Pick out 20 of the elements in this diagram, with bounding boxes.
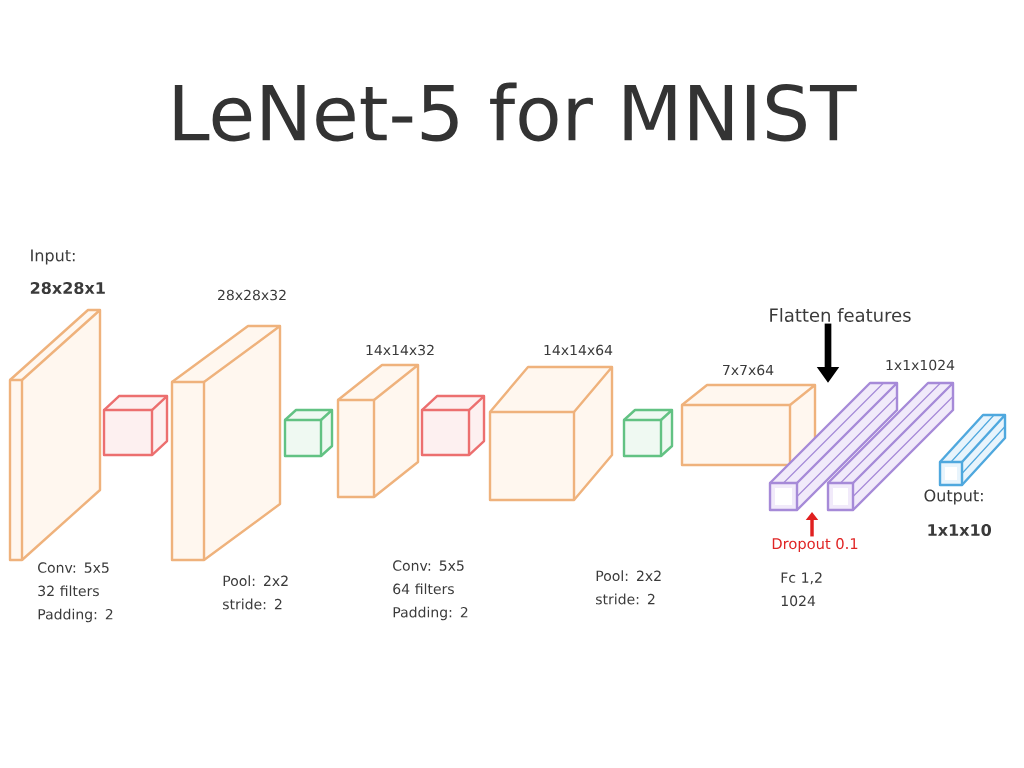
annotation: Dropout 0.1 xyxy=(772,538,858,552)
cube xyxy=(102,394,169,457)
annotation: Flatten features xyxy=(770,308,911,322)
size-label: 14x14x64 xyxy=(544,344,613,356)
input-label: Input: xyxy=(31,249,75,265)
cube xyxy=(283,408,334,458)
title: LeNet-5 for MNIST xyxy=(174,82,857,142)
size-label: 7x7x64 xyxy=(723,364,774,376)
size-label: 14x14x32 xyxy=(366,344,434,356)
cube xyxy=(622,408,674,458)
cube xyxy=(420,394,486,457)
layer-caption: Pool: 2x2 stride: 2 xyxy=(223,575,288,610)
layer-caption: Pool: 2x2 stride: 2 xyxy=(596,570,661,605)
size-label: 28x28x1 xyxy=(30,281,105,295)
size-label: 1x1x1024 xyxy=(886,359,955,371)
size-label: 1x1x10 xyxy=(928,523,992,537)
layer-caption: Fc 1,2 1024 xyxy=(781,572,822,607)
output-label: Output: xyxy=(924,489,983,505)
layer-caption: Conv: 5x5 64 filters Padding: 2 xyxy=(393,560,468,621)
size-label: 28x28x32 xyxy=(218,289,286,301)
